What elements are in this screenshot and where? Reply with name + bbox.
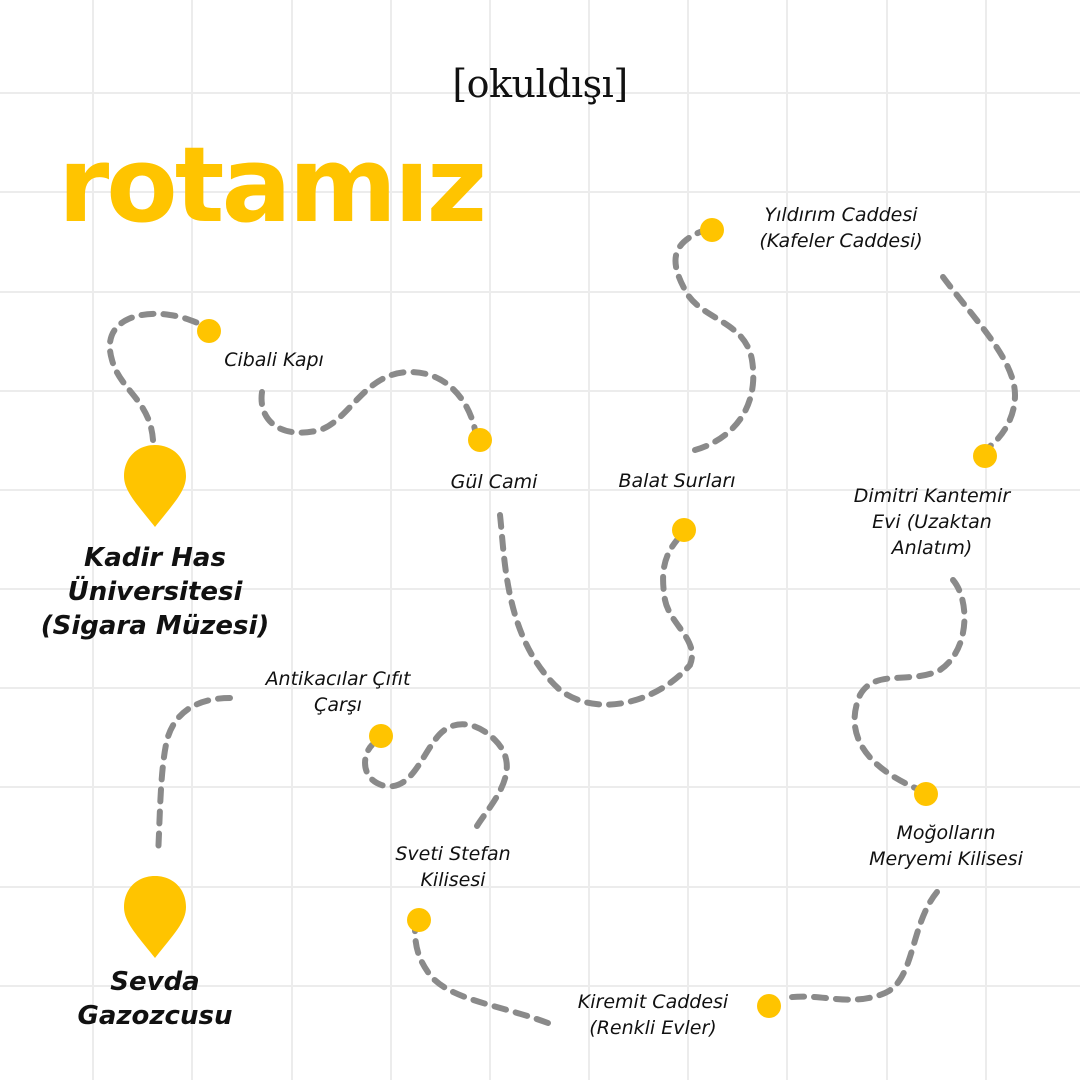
grid-line	[0, 191, 1080, 193]
route-segment	[155, 695, 233, 858]
stop-label: Dimitri Kantemir Evi (Uzaktan Anlatım)	[854, 483, 1010, 561]
brand-logo: [okuldışı]	[452, 62, 628, 106]
label-line: Kilisesi	[420, 869, 486, 891]
stop-label: Kiremit Caddesi (Renkli Evler)	[578, 989, 728, 1041]
grid-line	[886, 0, 888, 1080]
end-label: Sevda Gazozcusu	[78, 965, 233, 1033]
grid-line	[191, 0, 193, 1080]
grid-line	[489, 0, 491, 1080]
grid-line	[0, 786, 1080, 788]
route-segment	[940, 274, 1019, 453]
route-segment	[782, 889, 940, 1003]
label-line: (Sigara Müzesi)	[40, 611, 270, 641]
stop-label: Yıldırım Caddesi (Kafeler Caddesi)	[759, 202, 922, 254]
route-segment	[672, 227, 757, 453]
grid-line	[0, 390, 1080, 392]
grid-line	[786, 0, 788, 1080]
grid-line	[92, 0, 94, 1080]
label-line: Evi (Uzaktan	[872, 511, 992, 533]
label-line: (Renkli Evler)	[589, 1017, 717, 1039]
label-line: Çarşı	[314, 694, 362, 716]
stop-label: Cibali Kapı	[224, 347, 324, 373]
route-segment	[362, 721, 510, 829]
stop-marker	[914, 782, 938, 806]
grid-line	[0, 489, 1080, 491]
stop-label: Sveti Stefan Kilisesi	[395, 841, 510, 893]
stop-label: Gül Cami	[451, 469, 538, 495]
label-line: Kadir Has	[84, 543, 226, 573]
stop-label: Balat Surları	[618, 468, 735, 494]
page-title: rotamız	[58, 124, 487, 246]
label-line: (Kafeler Caddesi)	[759, 230, 923, 252]
label-line: Üniversitesi	[67, 577, 243, 607]
grid-line	[0, 886, 1080, 888]
label-line: Anlatım)	[891, 537, 973, 559]
stop-marker	[757, 994, 781, 1018]
stop-marker	[468, 428, 492, 452]
route-segment	[851, 577, 968, 793]
grid-line	[0, 985, 1080, 987]
grid-line	[985, 0, 987, 1080]
label-line: Dimitri Kantemir	[853, 485, 1011, 507]
grid-line	[0, 687, 1080, 689]
route-segment	[106, 310, 208, 443]
label-line: Sveti Stefan	[395, 843, 511, 865]
label-line: Balat Surları	[618, 470, 736, 492]
stop-marker	[672, 518, 696, 542]
grid-line	[390, 0, 392, 1080]
label-line: Cibali Kapı	[224, 349, 324, 371]
label-line: Yıldırım Caddesi	[764, 204, 918, 226]
start-label: Kadir Has Üniversitesi (Sigara Müzesi)	[41, 541, 270, 643]
stop-marker	[973, 444, 997, 468]
stop-marker	[407, 908, 431, 932]
stop-marker	[700, 218, 724, 242]
label-line: Gazozcusu	[77, 1001, 233, 1031]
grid-line	[0, 92, 1080, 94]
grid-line	[588, 0, 590, 1080]
label-line: Moğolların	[896, 822, 996, 844]
label-line: Gül Cami	[450, 471, 538, 493]
route-segment	[258, 368, 478, 436]
label-line: Meryemi Kilisesi	[869, 848, 1023, 870]
map-pin-icon	[124, 445, 186, 527]
stop-marker	[369, 724, 393, 748]
stop-label: Antikacılar Çıfıt Çarşı	[266, 666, 411, 718]
grid-line	[0, 291, 1080, 293]
route-segment	[412, 922, 551, 1026]
stop-label: Moğolların Meryemi Kilisesi	[869, 820, 1023, 872]
label-line: Sevda	[110, 967, 200, 997]
route-segment	[497, 512, 695, 708]
grid-line	[291, 0, 293, 1080]
grid-line	[0, 588, 1080, 590]
label-line: Antikacılar Çıfıt	[265, 668, 411, 690]
map-pin-icon	[124, 876, 186, 958]
label-line: Kiremit Caddesi	[577, 991, 729, 1013]
stop-marker	[197, 319, 221, 343]
